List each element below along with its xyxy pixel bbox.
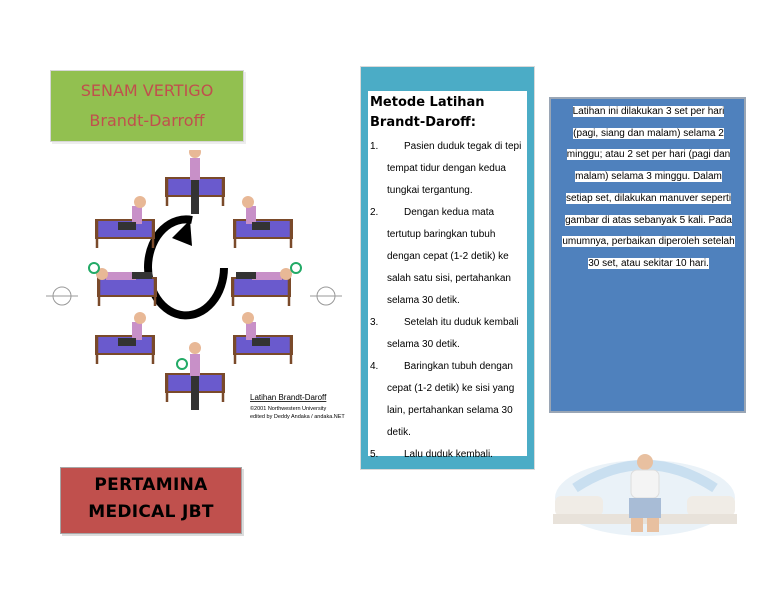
method-steps: 1. Pasien duduk tegak di tepi tempat tidu… — [370, 136, 527, 466]
info-line: malam) selama 3 minggu. Dalam — [575, 171, 722, 183]
title-line-2: Brandt-Darroff — [89, 111, 205, 130]
list-item: 3. Setelah itu duduk kembali selama 30 de… — [370, 312, 527, 356]
title-line-1: SENAM VERTIGO — [80, 81, 214, 100]
step-text: Baringkan tubuh dengan cepat (1-2 detik)… — [387, 361, 515, 438]
info-line: minggu; atau 2 set per hari (pagi dan — [566, 149, 731, 161]
step-number: 1. — [370, 141, 379, 152]
list-item: 4. Baringkan tubuh dengan cepat (1-2 deti… — [370, 356, 527, 444]
method-panel: Metode Latihan Brandt-Daroff: 1. Pasien d… — [360, 66, 535, 470]
figure-credit-1: ©2001 Northwestern University — [250, 405, 326, 412]
info-line: Latihan ini dilakukan 3 set per hari — [572, 106, 725, 117]
step-number: 4. — [370, 361, 379, 372]
info-line: (pagi, siang dan malam) selama 2 — [573, 127, 724, 139]
list-item: 2. Dengan kedua mata tertutup baringkan t… — [370, 202, 527, 312]
list-item: 5. Lalu duduk kembali. — [370, 444, 527, 466]
figure-caption: Latihan Brandt-Daroff — [250, 393, 327, 402]
footer-box: PERTAMINA MEDICAL JBT — [60, 467, 242, 534]
method-card: Metode Latihan Brandt-Daroff: 1. Pasien d… — [368, 91, 527, 460]
title-box: SENAM VERTIGO Brandt-Darroff — [50, 70, 244, 142]
step-text: Dengan kedua mata tertutup baringkan tub… — [387, 207, 511, 306]
list-item: 1. Pasien duduk tegak di tepi tempat tidu… — [370, 136, 527, 202]
info-panel: Latihan ini dilakukan 3 set per hari (pa… — [549, 97, 746, 413]
step-number: 5. — [370, 449, 379, 460]
info-line: 30 set, atau sekitar 10 hari. — [588, 257, 709, 269]
step-text: Pasien duduk tegak di tepi tempat tidur … — [387, 141, 522, 196]
exercise-photo — [545, 448, 745, 540]
footer-line-1: PERTAMINA — [94, 475, 208, 495]
step-number: 3. — [370, 317, 379, 328]
step-text: Setelah itu duduk kembali selama 30 deti… — [387, 317, 519, 350]
info-line: umumnya, perbaikan diperoleh setelah — [562, 236, 735, 248]
info-line: gambar di atas sebanyak 5 kali. Pada — [565, 214, 732, 226]
footer-line-2: MEDICAL JBT — [88, 502, 214, 522]
info-line: setiap set, dilakukan manuver seperti — [565, 192, 732, 204]
pose-bottom-sitting — [164, 342, 226, 410]
step-text: Lalu duduk kembali. — [404, 449, 493, 460]
pose-top-sitting — [164, 150, 226, 214]
info-text: Latihan ini dilakukan 3 set per hari (pa… — [559, 101, 738, 275]
step-number: 2. — [370, 207, 379, 218]
figure-credit-2: edited by Deddy Andaka / andaka.NET — [250, 414, 345, 420]
brandt-daroff-diagram: Latihan Brandt-Daroff ©2001 Northwestern… — [46, 150, 345, 420]
method-title: Metode Latihan Brandt-Daroff: — [370, 95, 485, 130]
